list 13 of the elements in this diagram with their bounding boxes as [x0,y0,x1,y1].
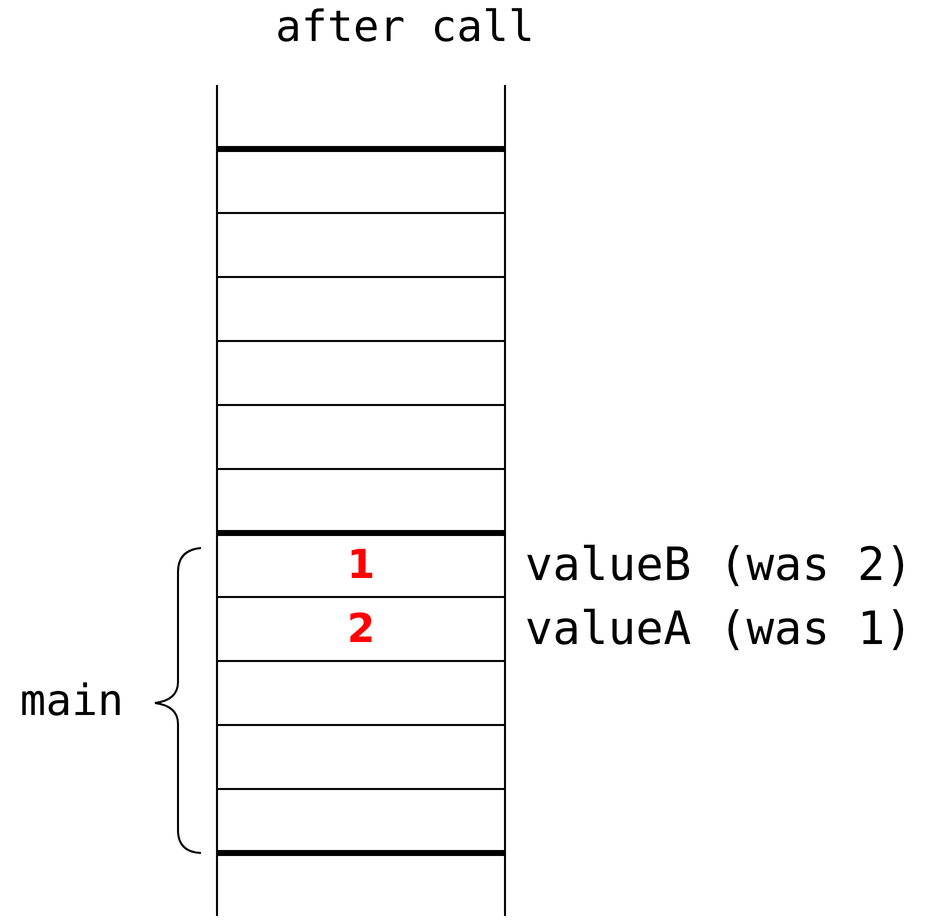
variable-label: valueA (was 1) [525,605,913,651]
variable-label: valueB (was 2) [525,541,913,587]
brace-label: main [20,680,124,723]
stack-slot [217,661,505,725]
slot-number: 1 [347,545,375,585]
stack-slot [217,213,505,277]
stack-slot [217,405,505,469]
slot-number: 2 [347,609,375,649]
stack-slot [217,341,505,405]
title: after call [274,6,536,49]
stack-slot [217,597,505,661]
stack-slot [217,725,505,789]
stack-slot [217,277,505,341]
